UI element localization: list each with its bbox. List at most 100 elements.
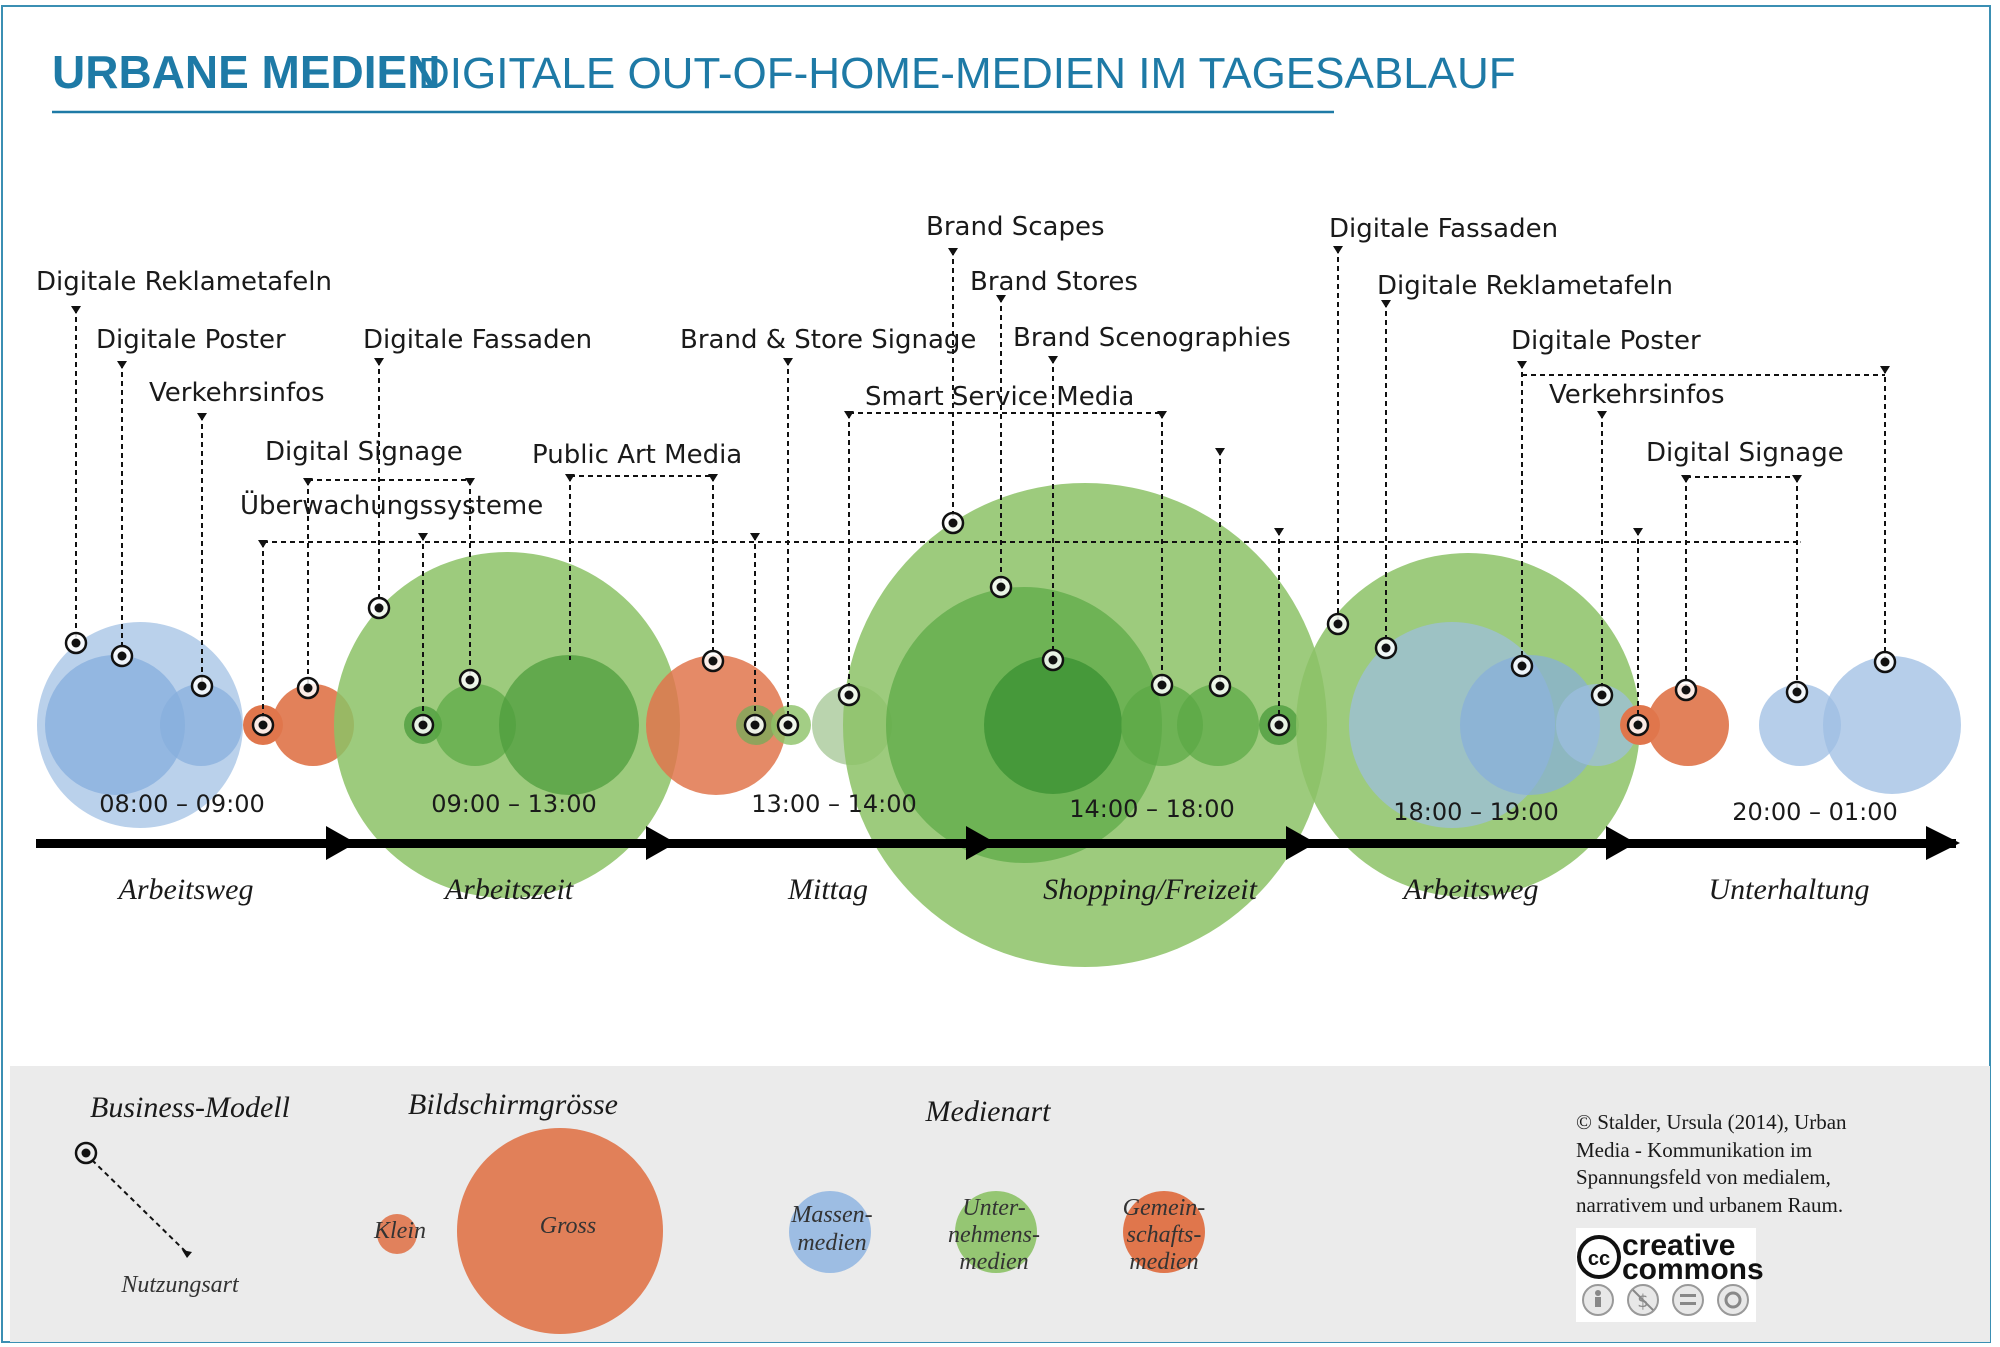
label-smart-service: Smart Service Media — [865, 382, 1134, 412]
phase-2: Mittag — [787, 873, 868, 906]
legend-circle-large — [457, 1128, 663, 1334]
cc-text-bottom: commons — [1622, 1253, 1764, 1286]
phase-1: Arbeitszeit — [443, 873, 574, 906]
legend-mass-2: medien — [797, 1230, 866, 1256]
label-signage-1: Digital Signage — [265, 437, 463, 467]
label-brand-store-signage: Brand & Store Signage — [680, 325, 976, 355]
time-5: 20:00 – 01:00 — [1732, 798, 1898, 826]
target-dot-11 — [844, 690, 854, 700]
label-signage-2: Digital Signage — [1646, 438, 1844, 468]
legend-corporate-3: medien — [959, 1249, 1028, 1275]
target-dot-4 — [374, 603, 384, 613]
target-dot-23 — [1681, 685, 1691, 695]
legend-circle-mass — [789, 1191, 871, 1273]
label-poster-1: Digitale Poster — [96, 325, 286, 355]
target-dot-20 — [1517, 661, 1527, 671]
svg-text:cc: cc — [1588, 1248, 1610, 1270]
credit-line-3: Spannungsfeld von medialem, — [1576, 1165, 1831, 1189]
label-reklametafeln-1: Digitale Reklametafeln — [36, 267, 332, 297]
media-labels: Digitale Reklametafeln Digitale Poster V… — [36, 212, 1844, 521]
circle-worktime-mid — [434, 684, 516, 766]
circle-shopping-mid — [1177, 684, 1259, 766]
time-2: 13:00 – 14:00 — [751, 790, 917, 818]
target-dot-3 — [303, 683, 313, 693]
target-dot-13 — [996, 582, 1006, 592]
time-1: 09:00 – 13:00 — [431, 790, 597, 818]
label-poster-2: Digitale Poster — [1511, 326, 1701, 356]
credit-block: © Stalder, Ursula (2014), Urban Media - … — [1576, 1110, 1847, 1322]
time-0: 08:00 – 09:00 — [99, 790, 265, 818]
phase-3: Shopping/Freizeit — [1043, 873, 1258, 906]
target-dot-17 — [1274, 720, 1284, 730]
phase-labels: Arbeitsweg Arbeitszeit Mittag Shopping/F… — [117, 873, 1870, 906]
label-fassaden-2: Digitale Fassaden — [1329, 214, 1558, 244]
media-circles — [37, 483, 1961, 967]
target-dot-7 — [465, 675, 475, 685]
creative-commons-logo: cc creative commons $ — [1576, 1228, 1764, 1322]
phase-4: Arbeitsweg — [1402, 873, 1539, 906]
circle-verkehrsinfos-1 — [160, 684, 242, 766]
legend-business-model: Business-Modell Nutzungsart — [74, 1091, 290, 1298]
legend-target-icon — [74, 1141, 98, 1165]
target-dot-10 — [783, 720, 793, 730]
time-4: 18:00 – 19:00 — [1393, 798, 1559, 826]
label-reklametafeln-2: Digitale Reklametafeln — [1377, 271, 1673, 301]
target-dot-5 — [418, 720, 428, 730]
label-brand-scenographies: Brand Scenographies — [1013, 323, 1291, 353]
legend-screen-size: Bildschirmgrösse Klein Gross — [373, 1088, 663, 1334]
target-dot-14 — [1048, 655, 1058, 665]
legend-business-heading: Business-Modell — [90, 1091, 290, 1124]
circle-signage-1 — [272, 684, 354, 766]
legend-corporate-2: nehmens- — [948, 1222, 1040, 1248]
label-verkehrsinfos-2: Verkehrsinfos — [1549, 380, 1725, 410]
target-dot-0 — [71, 638, 81, 648]
cc-sa-icon — [1717, 1284, 1749, 1316]
legend-community-2: schafts- — [1127, 1222, 1202, 1248]
target-dot-25 — [1880, 657, 1890, 667]
legend-size-large: Gross — [540, 1213, 596, 1239]
target-dot-15 — [1157, 680, 1167, 690]
circle-worktime-large — [499, 655, 639, 795]
legend-circle-corporate — [955, 1191, 1037, 1273]
target-dot-12 — [948, 518, 958, 528]
svg-text:$: $ — [1637, 1291, 1648, 1312]
cc-icon — [1577, 1235, 1621, 1279]
legend-circle-community — [1123, 1191, 1205, 1273]
cc-nd-icon — [1672, 1284, 1704, 1316]
label-ueberwachung: Überwachungssysteme — [240, 489, 543, 521]
target-dot-9 — [750, 720, 760, 730]
label-verkehrsinfos-1: Verkehrsinfos — [149, 378, 325, 408]
legend-circle-small — [377, 1214, 417, 1254]
circle-evening-small — [1759, 684, 1841, 766]
legend-community-1: Gemein- — [1123, 1195, 1206, 1221]
target-markers — [64, 511, 1897, 737]
target-dot-18 — [1333, 619, 1343, 629]
circle-brand-scenographies — [984, 656, 1122, 794]
legend-size-heading: Bildschirmgrösse — [408, 1088, 618, 1121]
phase-0: Arbeitsweg — [117, 873, 254, 906]
target-dot-16 — [1215, 681, 1225, 691]
title-main: URBANE MEDIEN — [52, 46, 440, 98]
target-dot-22 — [1633, 720, 1643, 730]
target-dot-8 — [708, 656, 718, 666]
label-brand-stores: Brand Stores — [970, 267, 1138, 297]
leader-lines — [75, 248, 1886, 725]
label-public-art: Public Art Media — [532, 440, 742, 470]
target-dot-2 — [197, 681, 207, 691]
credit-line-1: © Stalder, Ursula (2014), Urban — [1576, 1110, 1847, 1134]
cc-text-top: creative — [1622, 1229, 1735, 1262]
legend-size-small: Klein — [373, 1218, 426, 1244]
legend-corporate-1: Unter- — [962, 1195, 1026, 1221]
timeline-arrows — [36, 826, 1960, 860]
target-dot-19 — [1381, 643, 1391, 653]
circle-verkehrsinfos-2 — [1556, 684, 1638, 766]
target-dot-1 — [117, 651, 127, 661]
credit-line-2: Media - Kommunikation im — [1576, 1138, 1812, 1162]
target-dot-6 — [258, 720, 268, 730]
title-sub: DIGITALE OUT-OF-HOME-MEDIEN IM TAGESABLA… — [418, 49, 1516, 98]
circle-evening-large — [1823, 656, 1961, 794]
circle-poster-1 — [45, 655, 185, 795]
target-dot-24 — [1792, 687, 1802, 697]
circle-signage-2 — [1647, 684, 1729, 766]
